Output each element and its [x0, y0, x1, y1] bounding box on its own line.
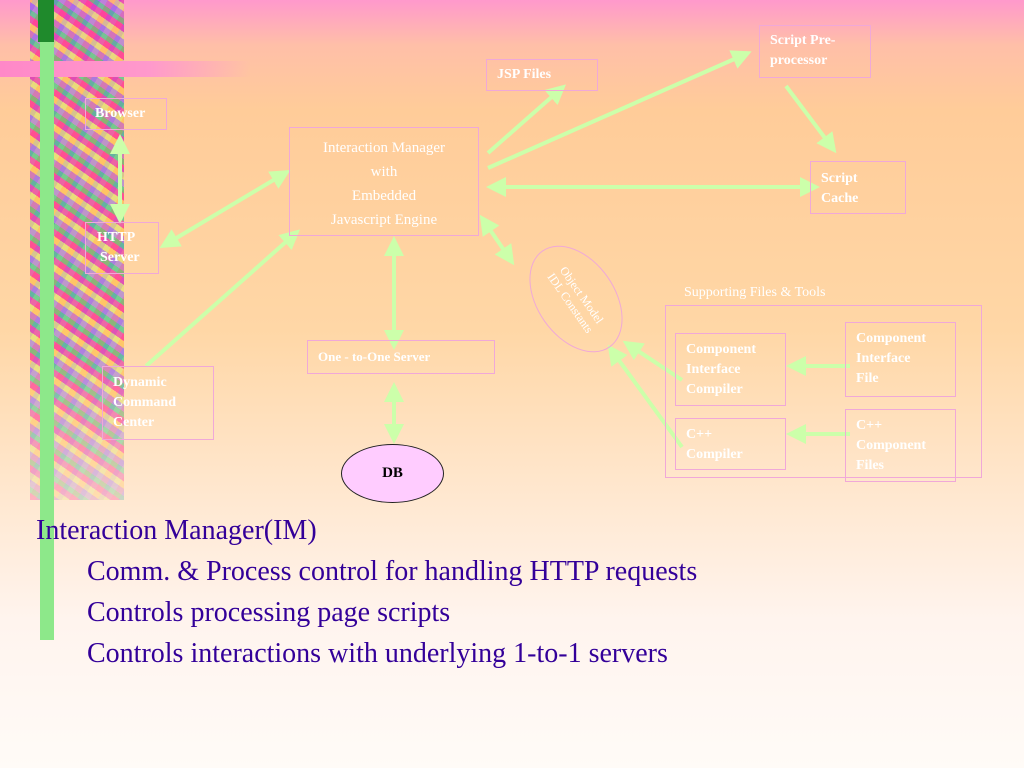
decorative-pink-bar: [0, 61, 250, 77]
dcc-line1: Dynamic: [113, 375, 167, 390]
im-label-line3: Embedded: [351, 188, 417, 204]
script-preprocessor-line2: processor: [770, 53, 828, 68]
bullet-item-3: Controls interactions with underlying 1-…: [87, 638, 668, 669]
arrow-cic-oval: [622, 340, 684, 382]
db-node: DB: [341, 444, 444, 503]
arrow-cpp-oval: [607, 344, 684, 449]
arrow-im-oval: [479, 214, 515, 266]
jsp-files-box: JSP Files: [486, 59, 598, 91]
cpp-compiler-line1: C++: [686, 427, 713, 442]
cif-line3: File: [856, 371, 879, 386]
script-preprocessor-line1: Script Pre-: [770, 33, 836, 48]
one-to-one-server-label: One - to-One Server: [318, 349, 431, 364]
cic-line2: Interface: [686, 362, 741, 377]
dcc-line2: Command: [113, 395, 177, 410]
cif-line2: Interface: [856, 351, 911, 366]
script-cache-line2: Cache: [821, 191, 859, 206]
bullet-heading: Interaction Manager(IM): [36, 515, 317, 546]
dynamic-command-center-box: Dynamic Command Center: [102, 366, 214, 440]
cic-line1: Component: [686, 342, 757, 357]
cpp-compiler-line2: Compiler: [686, 447, 743, 462]
bullet-list: Interaction Manager(IM) Comm. & Process …: [36, 510, 697, 674]
decorative-dark-green-bar: [38, 0, 54, 42]
im-label-line2: with: [370, 164, 398, 180]
one-to-one-server-box: One - to-One Server: [307, 340, 495, 374]
script-cache-box: Script Cache: [810, 161, 906, 214]
cppfiles-line1: C++: [856, 418, 883, 433]
arrow-im-preprocessor: [487, 50, 752, 170]
supporting-files-title: Supporting Files & Tools: [684, 285, 826, 300]
im-label-line1: Interaction Manager: [322, 140, 446, 156]
component-interface-compiler-box: Component Interface Compiler: [675, 333, 786, 406]
arrow-http-im: [159, 169, 291, 249]
jsp-files-label: JSP Files: [497, 67, 552, 82]
interaction-manager-box: Interaction Manager with Embedded Javasc…: [289, 127, 479, 236]
cppfiles-line3: Files: [856, 458, 884, 473]
dcc-line3: Center: [113, 415, 155, 430]
arrow-im-jsp: [486, 84, 567, 155]
bullet-item-1: Comm. & Process control for handling HTT…: [87, 556, 698, 587]
bullet-item-2: Controls processing page scripts: [87, 597, 451, 628]
arrow-preprocessor-cache: [784, 84, 837, 154]
db-label: DB: [382, 465, 403, 481]
http-server-box: HTTP Server: [85, 222, 159, 274]
http-server-label-line1: HTTP: [97, 230, 136, 245]
http-server-label-line2: Server: [100, 250, 140, 265]
script-cache-line1: Script: [821, 171, 858, 186]
supporting-files-group: [665, 305, 982, 478]
cppfiles-line2: Component: [856, 438, 927, 453]
cpp-component-files-box: C++ Component Files: [845, 409, 956, 482]
im-label-line4: Javascript Engine: [330, 212, 438, 228]
script-preprocessor-box: Script Pre- processor: [759, 25, 871, 78]
component-interface-file-box: Component Interface File: [845, 322, 956, 397]
decorative-green-bar: [40, 0, 54, 640]
cif-line1: Component: [856, 331, 927, 346]
browser-label: Browser: [95, 106, 146, 121]
cic-line3: Compiler: [686, 382, 743, 397]
browser-box: Browser: [85, 98, 167, 130]
cpp-compiler-box: C++ Compiler: [675, 418, 786, 470]
arrow-dcc-im: [144, 229, 300, 368]
